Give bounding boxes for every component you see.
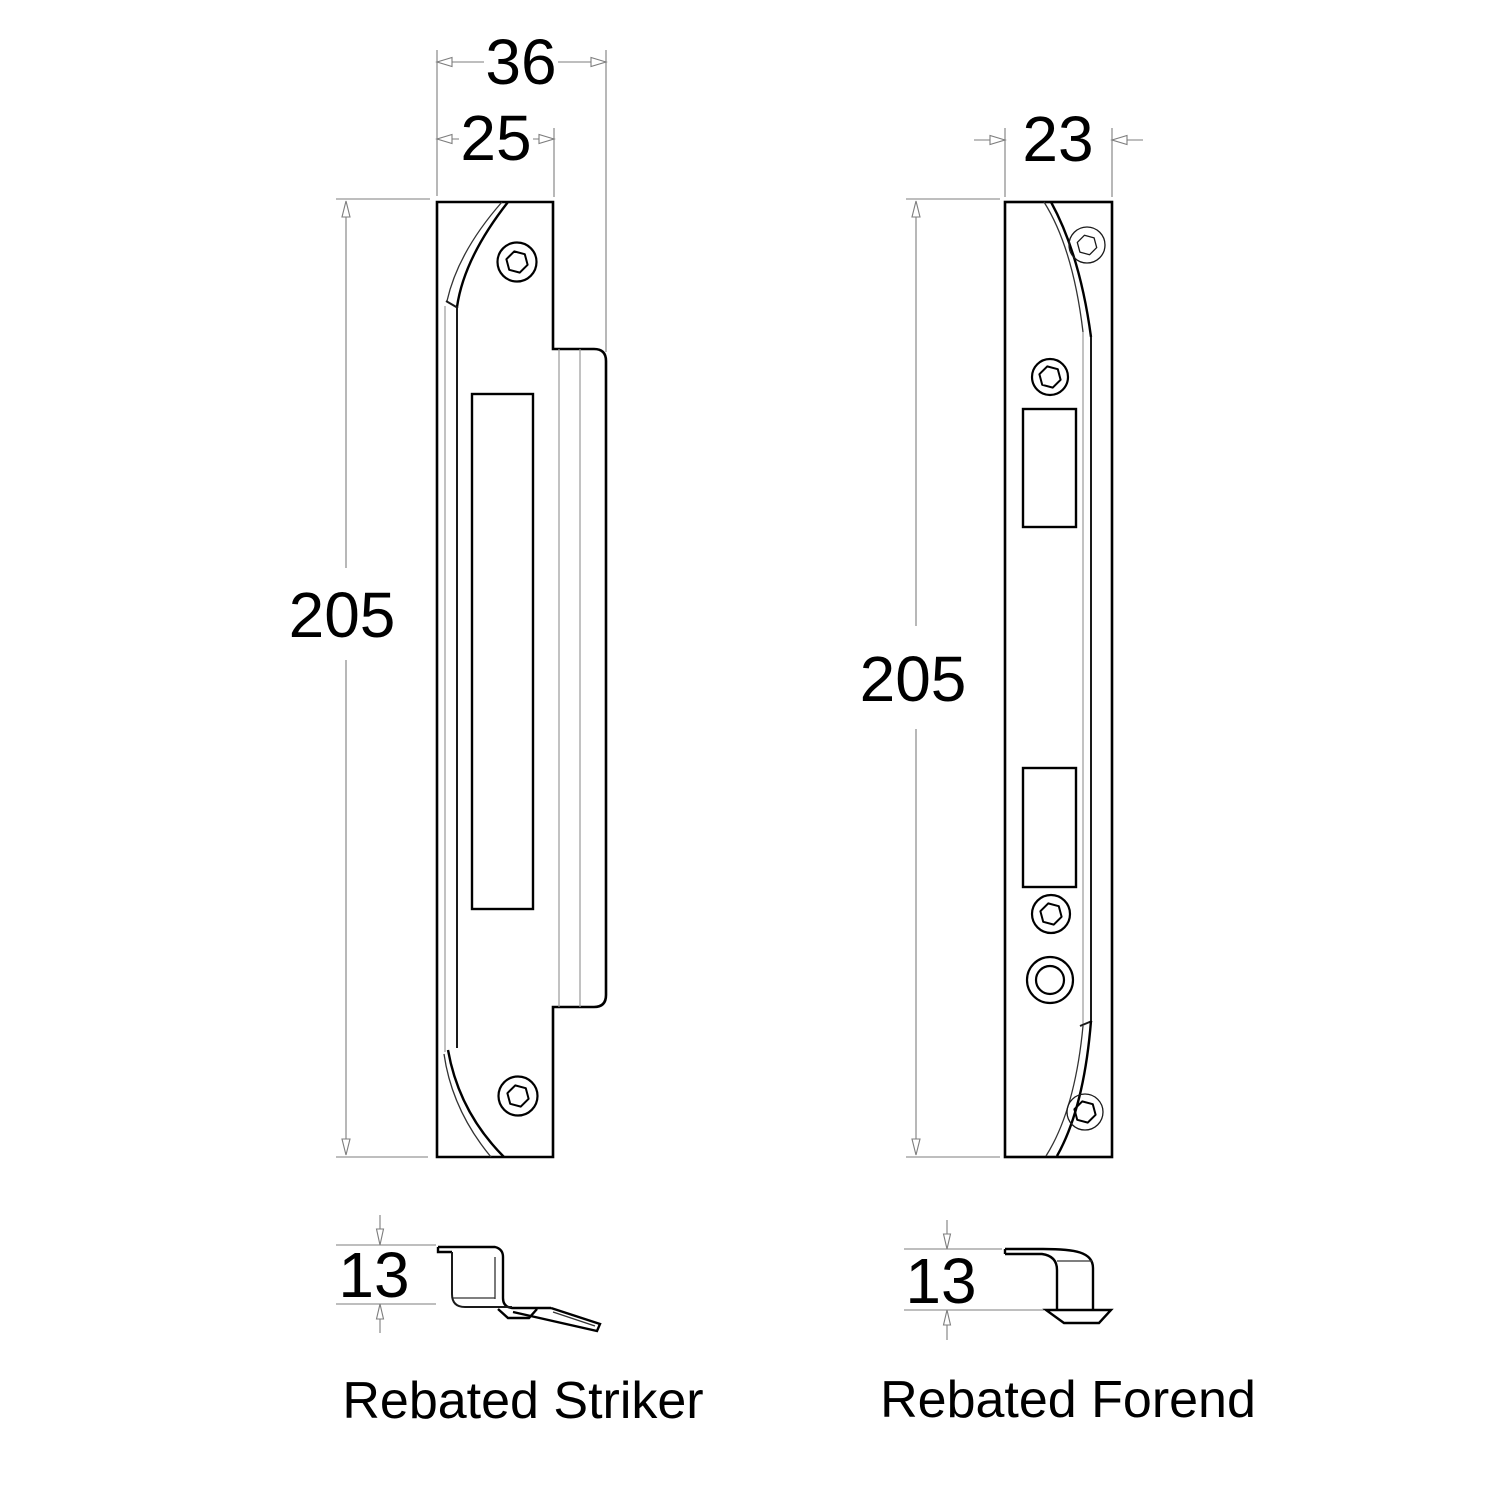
dimension-arrow-up [942, 1309, 952, 1326]
profile-inner-contour [1005, 1252, 1059, 1310]
dimension-arrow-left [435, 56, 453, 68]
profile-inner-contour [451, 1252, 512, 1308]
hex-socket-icon [1076, 234, 1098, 256]
profile-left-cap [436, 1247, 452, 1254]
forend-bottom-bevel-line [1045, 1025, 1084, 1157]
forend-latch-cutout [1021, 407, 1078, 529]
striker-screw-hole-top [496, 241, 538, 283]
dimension-arrow-down [911, 1138, 921, 1156]
dimension-arrow-down [942, 1233, 952, 1250]
dimension-arrow-left [435, 133, 453, 145]
screw-hole-outer [1066, 1093, 1104, 1131]
fixing-hole-outer [1025, 955, 1075, 1005]
dimension-arrow-up [911, 200, 921, 218]
striker-profile-view: 13 [336, 1215, 602, 1333]
dimension-arrow-right [590, 56, 608, 68]
hex-socket-icon [1039, 902, 1063, 926]
dimension-25-value: 25 [460, 102, 531, 174]
hex-socket-icon [1073, 1100, 1097, 1124]
striker-top-bevel-line [446, 201, 503, 302]
forend-caption: Rebated Forend [880, 1371, 1256, 1429]
hex-socket-icon [505, 250, 529, 274]
striker-front-view [336, 50, 608, 1159]
dimension-arrow-left [1110, 134, 1128, 146]
profile-deflector-tab [497, 1308, 538, 1320]
screw-hole-outer [497, 1075, 539, 1117]
profile-lip-tail [512, 1306, 602, 1333]
dimension-forend-205: 205 [860, 200, 967, 1156]
dimension-striker-205: 205 [289, 200, 396, 1156]
dimension-forend-23: 23 [974, 103, 1143, 175]
forend-plate-outline [1003, 200, 1114, 1159]
forend-screw-hole-upper [1030, 357, 1070, 397]
striker-caption: Rebated Striker [342, 1372, 703, 1430]
striker-screw-hole-bottom [497, 1075, 539, 1117]
forend-screw-hole-top [1068, 226, 1106, 264]
screw-hole-outer [496, 241, 538, 283]
forend-screw-hole-lower [1030, 893, 1072, 935]
dimension-23-value: 23 [1022, 103, 1093, 175]
dimension-striker-36: 36 [435, 26, 608, 98]
dimension-arrow-right [989, 134, 1007, 146]
forend-profile-shape [1003, 1247, 1114, 1325]
dimension-13-value: 13 [338, 1239, 409, 1311]
dimension-205-value: 205 [860, 643, 967, 715]
dimension-arrow-up [375, 1303, 385, 1320]
fixing-hole-inner [1034, 964, 1066, 996]
forend-top-bevel-line [1043, 201, 1084, 333]
forend-screw-hole-bottom [1066, 1093, 1104, 1131]
dimension-arrow-down [341, 1138, 351, 1156]
dimension-205-value: 205 [289, 579, 396, 651]
screw-hole-outer [1068, 226, 1106, 264]
dimension-arrow-down [375, 1228, 385, 1246]
striker-keep-slot [470, 392, 535, 911]
hex-socket-icon [1038, 365, 1062, 389]
forend-deadbolt-cutout [1021, 766, 1078, 889]
striker-plate-outline [435, 200, 608, 1159]
hex-socket-icon [506, 1084, 530, 1108]
dimension-arrow-right [538, 133, 556, 145]
dimension-arrow-up [341, 200, 351, 218]
forend-top-bevel-edge [1049, 201, 1093, 338]
screw-hole-outer [1030, 893, 1072, 935]
dimension-striker-25: 25 [435, 102, 556, 174]
profile-outer-contour [1005, 1247, 1095, 1310]
striker-bottom-bevel-edge [446, 1049, 505, 1158]
dimension-13-value: 13 [905, 1245, 976, 1317]
forend-profile-view: 13 [904, 1220, 1114, 1340]
profile-foot [1042, 1308, 1114, 1325]
screw-hole-outer [1030, 357, 1070, 397]
striker-bottom-bevel-line [443, 1053, 492, 1158]
dimension-36-value: 36 [485, 26, 556, 98]
striker-profile-shape [436, 1245, 602, 1333]
forend-front-view [906, 128, 1114, 1159]
striker-bevel-step [445, 300, 459, 309]
striker-top-bevel-edge [455, 201, 509, 308]
forend-fixing-hole-large [1025, 955, 1075, 1005]
profile-lip-inner-line [552, 1311, 596, 1327]
forend-bottom-bevel-edge [1055, 1020, 1093, 1157]
